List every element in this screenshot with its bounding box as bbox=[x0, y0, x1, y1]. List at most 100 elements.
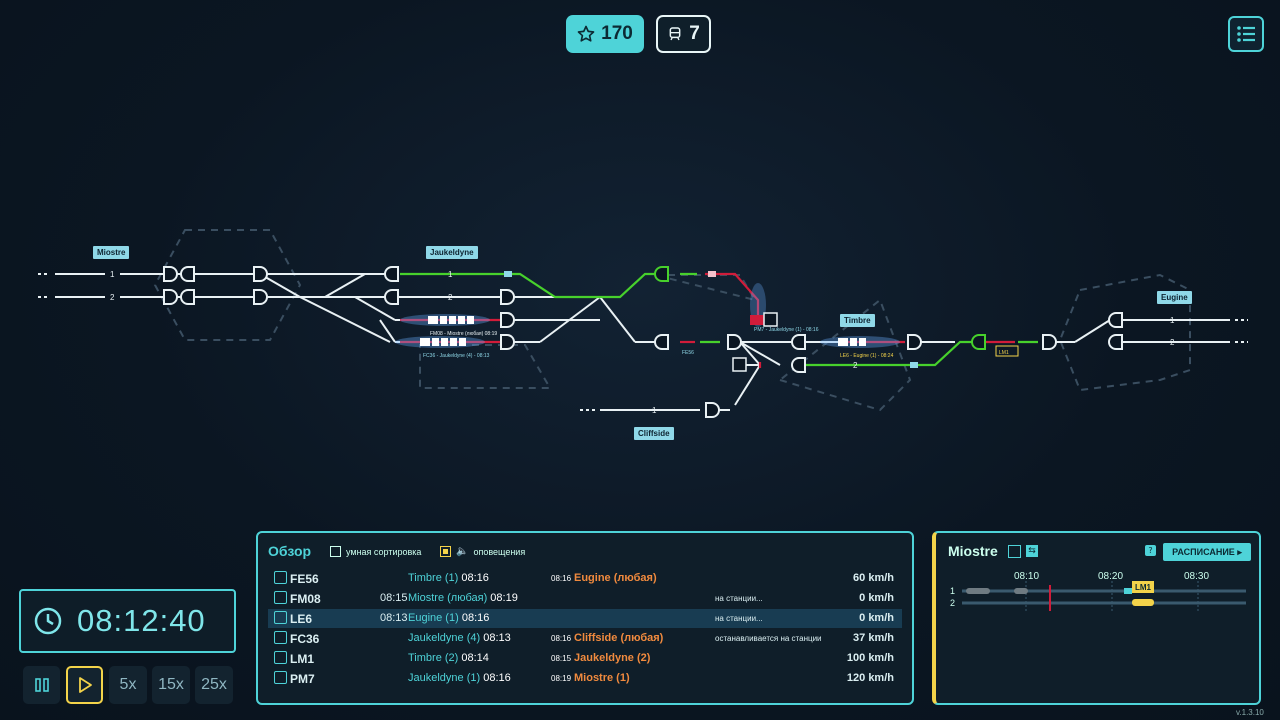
trains-counter[interactable]: 7 bbox=[656, 15, 711, 53]
svg-text:2: 2 bbox=[853, 361, 858, 370]
signals[interactable] bbox=[163, 266, 1123, 418]
schedule-button-label: РАСПИСАНИЕ bbox=[1172, 547, 1235, 557]
track-number-labels: 1 2 1 2 1 2 1 2 bbox=[110, 270, 1175, 415]
game-clock: 08:12:40 bbox=[19, 589, 236, 653]
departure-time: 08:13 bbox=[380, 612, 408, 624]
svg-text:1: 1 bbox=[652, 406, 657, 415]
departure-time: 08:15 bbox=[380, 592, 408, 604]
version-label: v.1.3.10 bbox=[1236, 708, 1264, 717]
svg-text:FE56: FE56 bbox=[682, 350, 694, 356]
smart-sort-toggle[interactable]: умная сортировка bbox=[330, 546, 421, 557]
dest-time: 08:16 bbox=[551, 574, 572, 583]
origin: Jaukeldyne (4) 08:13 bbox=[408, 632, 511, 644]
overview-panel: Обзор умная сортировка 🔈 оповещения FE56… bbox=[256, 531, 914, 705]
svg-text:LE6 - Eugine (1) - 08:24: LE6 - Eugine (1) - 08:24 bbox=[840, 353, 894, 359]
svg-text:1: 1 bbox=[448, 270, 453, 279]
svg-text:FM08 - Miostre (любая) 08:19: FM08 - Miostre (любая) 08:19 bbox=[430, 331, 497, 337]
speed-15x-button[interactable]: 15x bbox=[152, 666, 190, 704]
camera-icon[interactable] bbox=[1008, 545, 1021, 558]
pause-icon bbox=[34, 678, 49, 692]
destination: Miostre (1) bbox=[574, 672, 630, 684]
star-icon bbox=[577, 25, 595, 42]
svg-text:2: 2 bbox=[950, 598, 955, 608]
help-icon[interactable]: ? bbox=[1145, 545, 1156, 556]
train-id: LE6 bbox=[290, 612, 313, 626]
svg-text:1: 1 bbox=[1170, 316, 1175, 325]
route-red bbox=[400, 272, 1015, 368]
smart-sort-checkbox[interactable] bbox=[330, 546, 341, 557]
speed: 0 km/h bbox=[859, 612, 894, 624]
clock-time: 08:12:40 bbox=[77, 603, 206, 638]
station-timeline-panel: Miostre ⇆ ? РАСПИСАНИЕ ▸ 08:10 08:20 08:… bbox=[932, 531, 1261, 705]
svg-text:1: 1 bbox=[950, 586, 955, 596]
train-id: PM7 bbox=[290, 672, 315, 686]
station-miostre[interactable]: Miostre bbox=[93, 246, 130, 259]
speed: 120 km/h bbox=[846, 672, 894, 684]
train-le6 bbox=[820, 336, 900, 348]
svg-text:2: 2 bbox=[448, 293, 453, 302]
alerts-checkbox[interactable] bbox=[440, 546, 451, 557]
dest-time: 08:16 bbox=[551, 634, 572, 643]
train-id: FM08 bbox=[290, 592, 321, 606]
origin: Timbre (2) 08:14 bbox=[408, 652, 489, 664]
dest-time: 08:15 bbox=[551, 654, 572, 663]
train-pm7 bbox=[750, 283, 778, 327]
trains-value: 7 bbox=[689, 23, 700, 44]
speed: 0 km/h bbox=[859, 592, 894, 604]
train-icon bbox=[669, 27, 681, 41]
trains[interactable] bbox=[395, 271, 918, 372]
svg-text:2: 2 bbox=[1170, 338, 1175, 347]
status: останавливается на станции bbox=[715, 634, 822, 643]
schedule-button[interactable]: РАСПИСАНИЕ ▸ bbox=[1163, 543, 1251, 561]
origin: Eugine (1) 08:16 bbox=[408, 612, 490, 624]
menu-button[interactable] bbox=[1228, 16, 1264, 52]
status: на станции... bbox=[715, 614, 763, 623]
speed-25x-button[interactable]: 25x bbox=[195, 666, 233, 704]
destination: Cliffside (любая) bbox=[574, 632, 664, 644]
timeline-chart[interactable]: 1 2 LM1 bbox=[936, 581, 1256, 641]
speed: 60 km/h bbox=[853, 572, 894, 584]
speed-5x-button[interactable]: 5x bbox=[109, 666, 147, 704]
speaker-icon: 🔈 bbox=[456, 546, 469, 557]
railway-map[interactable]: 1 2 1 2 1 2 1 2 FM08 - Miostre (любая) 0… bbox=[0, 0, 1280, 520]
station-jaukeldyne[interactable]: Jaukeldyne bbox=[426, 246, 478, 259]
train-icon bbox=[274, 571, 287, 584]
dest-time: 08:19 bbox=[551, 674, 572, 683]
list-menu-icon bbox=[1237, 26, 1255, 42]
timeline-tick: 08:20 bbox=[1098, 571, 1124, 582]
pause-button[interactable] bbox=[23, 666, 60, 704]
hex-zones bbox=[153, 229, 1191, 412]
alerts-toggle[interactable]: 🔈 оповещения bbox=[440, 546, 525, 557]
origin: Timbre (1) 08:16 bbox=[408, 572, 489, 584]
train-fc36 bbox=[395, 336, 485, 348]
status: на станции... bbox=[715, 594, 763, 603]
destination: Jaukeldyne (2) bbox=[574, 652, 651, 664]
train-icon bbox=[274, 591, 287, 604]
svg-text:PM7 - Jaukeldyne (1) - 08:16: PM7 - Jaukeldyne (1) - 08:16 bbox=[754, 327, 819, 333]
train-fm08 bbox=[400, 314, 490, 326]
train-icon bbox=[274, 611, 287, 624]
speed: 100 km/h bbox=[846, 652, 894, 664]
timeline-tick: 08:30 bbox=[1184, 571, 1210, 582]
stars-counter: 170 bbox=[566, 15, 644, 53]
station-eugine[interactable]: Eugine bbox=[1157, 291, 1192, 304]
station-cliffside[interactable]: Cliffside bbox=[634, 427, 674, 440]
timeline-tick: 08:10 bbox=[1014, 571, 1040, 582]
train-id: FC36 bbox=[290, 632, 320, 646]
svg-text:FC36 - Jaukeldyne (4) - 08:13: FC36 - Jaukeldyne (4) - 08:13 bbox=[423, 353, 490, 359]
train-id: LM1 bbox=[290, 652, 314, 666]
green-signals[interactable] bbox=[654, 266, 986, 350]
play-button[interactable] bbox=[66, 666, 103, 704]
timeline-station-name: Miostre bbox=[948, 543, 998, 559]
origin: Jaukeldyne (1) 08:16 bbox=[408, 672, 511, 684]
overview-title: Обзор bbox=[268, 543, 312, 559]
swap-icon[interactable]: ⇆ bbox=[1026, 545, 1038, 557]
smart-sort-label: умная сортировка bbox=[346, 546, 422, 557]
station-timbre[interactable]: Timbre bbox=[840, 314, 875, 327]
